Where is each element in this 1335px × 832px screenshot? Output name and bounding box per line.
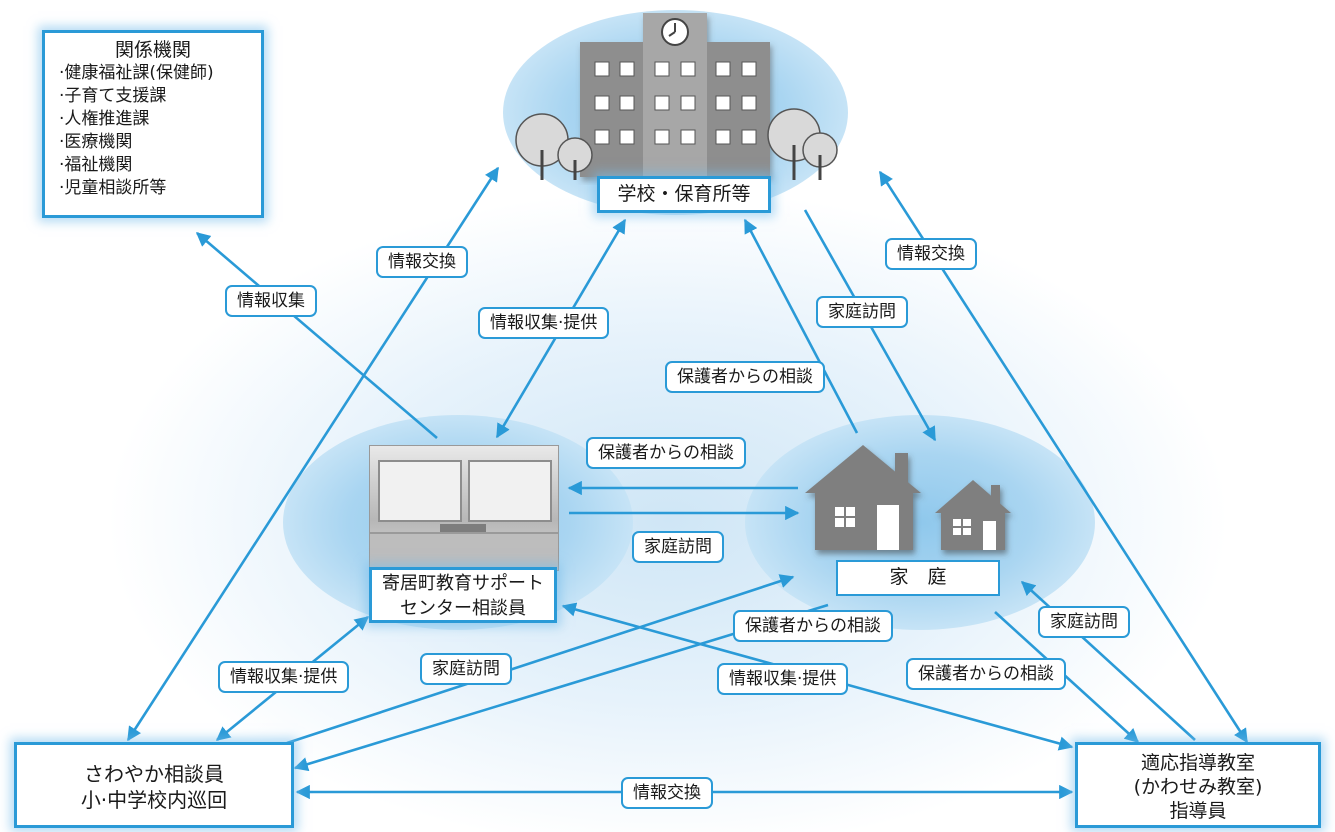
label-sawayaka-school: 情報交換 xyxy=(376,246,468,278)
label-center-tekio: 情報収集·提供 xyxy=(717,663,849,695)
center-box: 寄居町教育サポート センター相談員 xyxy=(369,567,557,623)
label-home-center: 保護者からの相談 xyxy=(586,437,746,469)
school-box: 学校・保育所等 xyxy=(597,176,771,213)
kankei-box: 関係機関 ·健康福祉課(保健師) ·子育て支援課 ·人権推進課 ·医療機関 ·福… xyxy=(42,30,264,218)
kankei-item: ·児童相談所等 xyxy=(59,178,167,198)
label-sawayaka-home-visit: 家庭訪問 xyxy=(420,653,512,685)
school-label: 学校・保育所等 xyxy=(617,183,751,205)
kankei-item: ·健康福祉課(保健師) xyxy=(59,63,214,83)
kankei-item: ·子育て支援課 xyxy=(59,86,167,106)
center-label-line1: 寄居町教育サポート xyxy=(382,573,544,594)
label-sawayaka-tekio: 情報交換 xyxy=(621,777,713,809)
home-box: 家 庭 xyxy=(836,560,1000,596)
sawayaka-label-line2: 小·中学校内巡回 xyxy=(80,788,228,812)
kankei-title: 関係機関 xyxy=(114,39,191,61)
arrow-home-school xyxy=(743,218,859,434)
tekio-label-line1: 適応指導教室 xyxy=(1140,752,1255,774)
kankei-item: ·医療機関 xyxy=(59,132,133,152)
label-sawayaka-center: 情報収集·提供 xyxy=(218,661,350,693)
kankei-item: ·福祉機関 xyxy=(59,155,133,175)
tekio-label-line2: (かわせみ教室) xyxy=(1133,776,1263,798)
label-home-school: 保護者からの相談 xyxy=(665,361,825,393)
label-tekio-school: 情報交換 xyxy=(885,238,977,270)
label-home-tekio: 保護者からの相談 xyxy=(906,658,1066,690)
label-center-school: 情報収集·提供 xyxy=(478,307,610,339)
arrow-home-tekio xyxy=(994,611,1140,743)
sawayaka-label-line1: さわやか相談員 xyxy=(84,762,224,786)
label-center-home: 家庭訪問 xyxy=(632,531,724,563)
tekio-label-line3: 指導員 xyxy=(1169,800,1227,822)
school-building-illustration xyxy=(515,13,838,180)
label-home-sawayaka: 保護者からの相談 xyxy=(733,610,893,642)
label-school-home: 家庭訪問 xyxy=(816,296,908,328)
kankei-list: ·健康福祉課(保健師) ·子育て支援課 ·人権推進課 ·医療機関 ·福祉機関 ·… xyxy=(45,62,261,200)
kankei-item: ·人権推進課 xyxy=(59,109,150,129)
home-label: 家 庭 xyxy=(889,566,947,588)
tekio-box: 適応指導教室 (かわせみ教室) 指導員 xyxy=(1075,742,1321,828)
label-center-kankei: 情報収集 xyxy=(225,285,317,317)
sawayaka-box: さわやか相談員 小·中学校内巡回 xyxy=(14,742,294,828)
center-label-line2: センター相談員 xyxy=(400,598,526,619)
label-tekio-home-visit: 家庭訪問 xyxy=(1038,606,1130,638)
